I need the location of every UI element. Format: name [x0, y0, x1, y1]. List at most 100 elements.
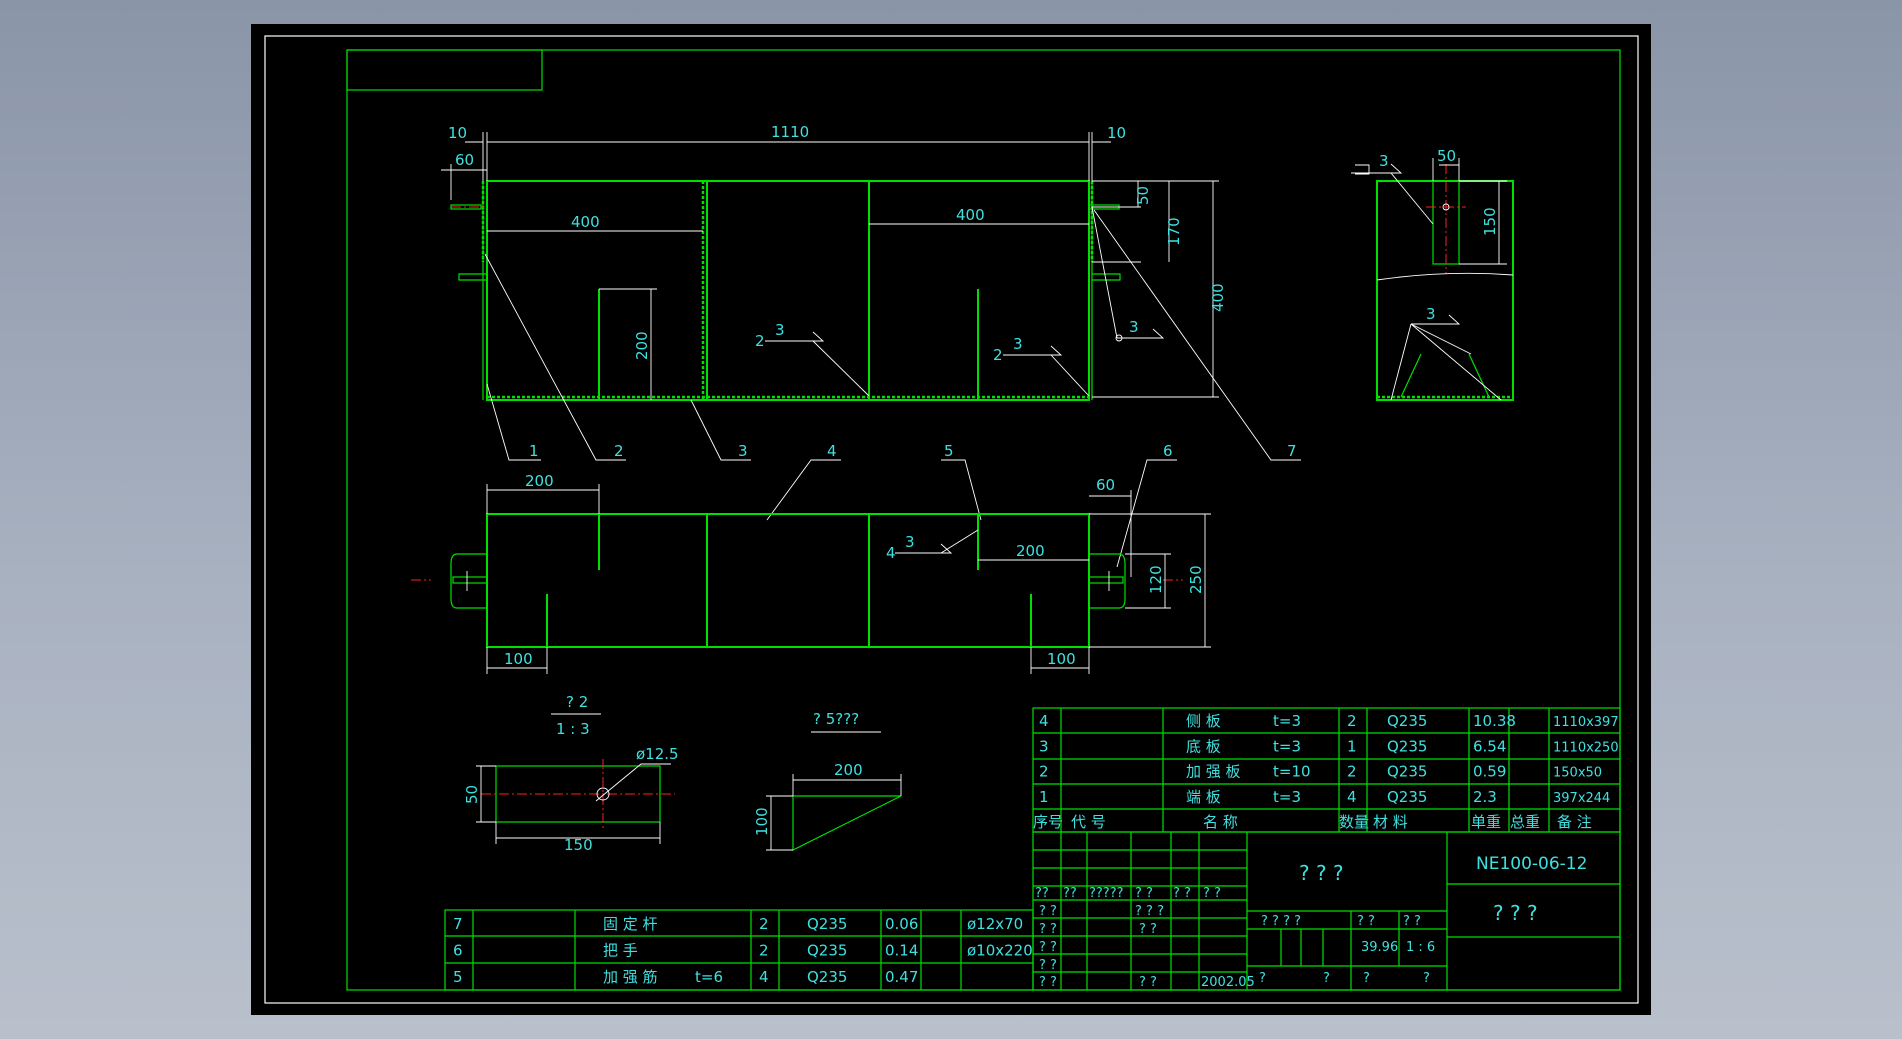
bom-header-note: 备 注 [1557, 813, 1592, 831]
tb-mark-21: ? [1423, 971, 1430, 986]
bom-upper-spec-3: t=3 [1273, 737, 1301, 755]
bom-lower-mat-5: Q235 [807, 968, 847, 986]
bom-upper-name-4: 侧 板 [1186, 712, 1221, 730]
plan-dim-200-left: 200 [525, 472, 554, 490]
dim-400-height: 400 [1209, 283, 1227, 312]
company-name: ? ? ? [1493, 901, 1538, 925]
bom-upper-wt-3: 6.54 [1473, 737, 1506, 755]
tb-mark-16: ? ? [1357, 914, 1375, 929]
bom-lower-wt-6: 0.14 [885, 942, 918, 960]
balloon-5: 5 [944, 442, 954, 460]
detail-5: ? 5??? 200 100 [753, 710, 902, 851]
inner-frame [346, 49, 1621, 991]
date-value: 2002.05 [1201, 975, 1255, 990]
bom-lower-note-7: ø12x70 [967, 915, 1023, 933]
plan-dim-250: 250 [1187, 565, 1205, 594]
bom-upper-mat-1: Q235 [1387, 788, 1427, 806]
bom-lower-wt-5: 0.47 [885, 968, 918, 986]
dim-170: 170 [1165, 217, 1183, 246]
cad-drawing: 10 1110 10 60 400 400 200 50 170 400 2 3… [264, 35, 1639, 1004]
bom-lower-name-5: 加 强 筋 [603, 968, 658, 986]
bom-upper-note-1: 397x244 [1553, 791, 1610, 806]
bom-upper-mat-3: Q235 [1387, 737, 1427, 755]
tb-mark-1: ?? [1035, 886, 1049, 901]
balloons: 1 2 3 4 5 6 7 [484, 209, 1301, 568]
bom-header-qty: 数量 [1339, 813, 1369, 831]
bom-upper-note-2: 150x50 [1553, 766, 1602, 781]
tb-mark-13: ? ? [1039, 975, 1057, 990]
bom-lower-qty-7: 2 [759, 915, 769, 933]
weld-2-size: 3 [1013, 335, 1023, 353]
bom-header-mat: 材 料 [1373, 813, 1408, 831]
tb-mark-7: ? ? [1039, 904, 1057, 919]
tb-mark-17: ? ? [1403, 914, 1421, 929]
balloon-3: 3 [738, 442, 748, 460]
drawing-sheet: 10 1110 10 60 400 400 200 50 170 400 2 3… [251, 24, 1651, 1015]
tb-mark-10: ? ? [1139, 922, 1157, 937]
bom-upper-spec-4: t=3 [1273, 712, 1301, 730]
tb-mark-3: ????? [1089, 886, 1124, 901]
detail2-dim-50: 50 [463, 785, 481, 804]
tb-mark-5: ? ? [1173, 886, 1191, 901]
bom-upper-no-1: 1 [1039, 788, 1049, 806]
bom-upper-note-3: 1110x250 [1553, 740, 1619, 755]
plan-dim-200-right: 200 [1016, 542, 1045, 560]
tb-mark-4: ? ? [1135, 886, 1153, 901]
plan-dim-100-right: 100 [1047, 650, 1076, 668]
plan-view: 200 60 4 3 200 120 250 100 100 [411, 472, 1211, 674]
bom-upper-spec-1: t=3 [1273, 788, 1301, 806]
tb-mark-20: ? [1363, 971, 1370, 986]
front-body [486, 180, 1090, 401]
bom-header-name: 名 称 [1203, 813, 1238, 831]
bom-upper-name-3: 底 板 [1186, 737, 1221, 755]
dim-10-right: 10 [1107, 124, 1126, 142]
bom-upper-no-2: 2 [1039, 763, 1049, 781]
front-view: 10 1110 10 60 400 400 200 50 170 400 2 3… [441, 123, 1227, 401]
side-weld-top: 3 [1379, 152, 1389, 170]
plan-dim-120: 120 [1147, 565, 1165, 594]
plan-weld-size: 3 [905, 533, 915, 551]
dim-200: 200 [633, 331, 651, 360]
balloon-6: 6 [1163, 442, 1173, 460]
detail5-dim-100: 100 [753, 807, 771, 836]
bom-lower-mat-7: Q235 [807, 915, 847, 933]
weld-3-size: 3 [1129, 318, 1139, 336]
detail2-dim-150: 150 [564, 836, 593, 854]
dim-400-right: 400 [956, 206, 985, 224]
tb-mark-6: ? ? [1203, 886, 1221, 901]
tb-mark-12: ? ? [1039, 958, 1057, 973]
balloon-2: 2 [614, 442, 624, 460]
scale-value: 1 : 6 [1406, 940, 1435, 955]
balloon-1: 1 [529, 442, 539, 460]
bom-upper-qty-1: 4 [1347, 788, 1357, 806]
bom-upper-qty-3: 1 [1347, 737, 1357, 755]
bom-lower-note-6: ø10x220 [967, 942, 1033, 960]
weld-1-size: 3 [775, 321, 785, 339]
detail5-title: ? 5??? [813, 710, 859, 728]
bom-header-total: 总重 [1510, 813, 1540, 831]
bom-lower-no-7: 7 [453, 915, 463, 933]
bom-header-wt: 单重 [1471, 813, 1501, 831]
side-dim-50: 50 [1437, 147, 1456, 165]
side-view: 50 150 3 3 [1351, 147, 1514, 401]
bom-upper-qty-2: 2 [1347, 763, 1357, 781]
detail5-gusset [792, 795, 902, 851]
bom-upper-no-3: 3 [1039, 737, 1049, 755]
part-name: ? ? ? [1299, 861, 1344, 885]
plan-weld-num: 4 [886, 544, 896, 562]
tb-mark-18: ? [1259, 971, 1266, 986]
bom-upper-name-2: 加 强 板 [1186, 763, 1241, 781]
detail2-title-top: ? 2 [566, 693, 588, 711]
bom-lower-spec-5: t=6 [695, 968, 723, 986]
bom-lower [444, 909, 1034, 991]
tb-mark-9: ? ? [1039, 922, 1057, 937]
tb-mark-11: ? ? [1039, 940, 1057, 955]
bom-upper-name-1: 端 板 [1186, 788, 1221, 806]
outer-frame [264, 35, 1639, 1004]
bom-lower-qty-5: 4 [759, 968, 769, 986]
dim-400-left: 400 [571, 213, 600, 231]
bom-upper-spec-2: t=10 [1273, 763, 1311, 781]
bom-lower-name-6: 把 手 [603, 942, 638, 960]
dim-60: 60 [455, 151, 474, 169]
